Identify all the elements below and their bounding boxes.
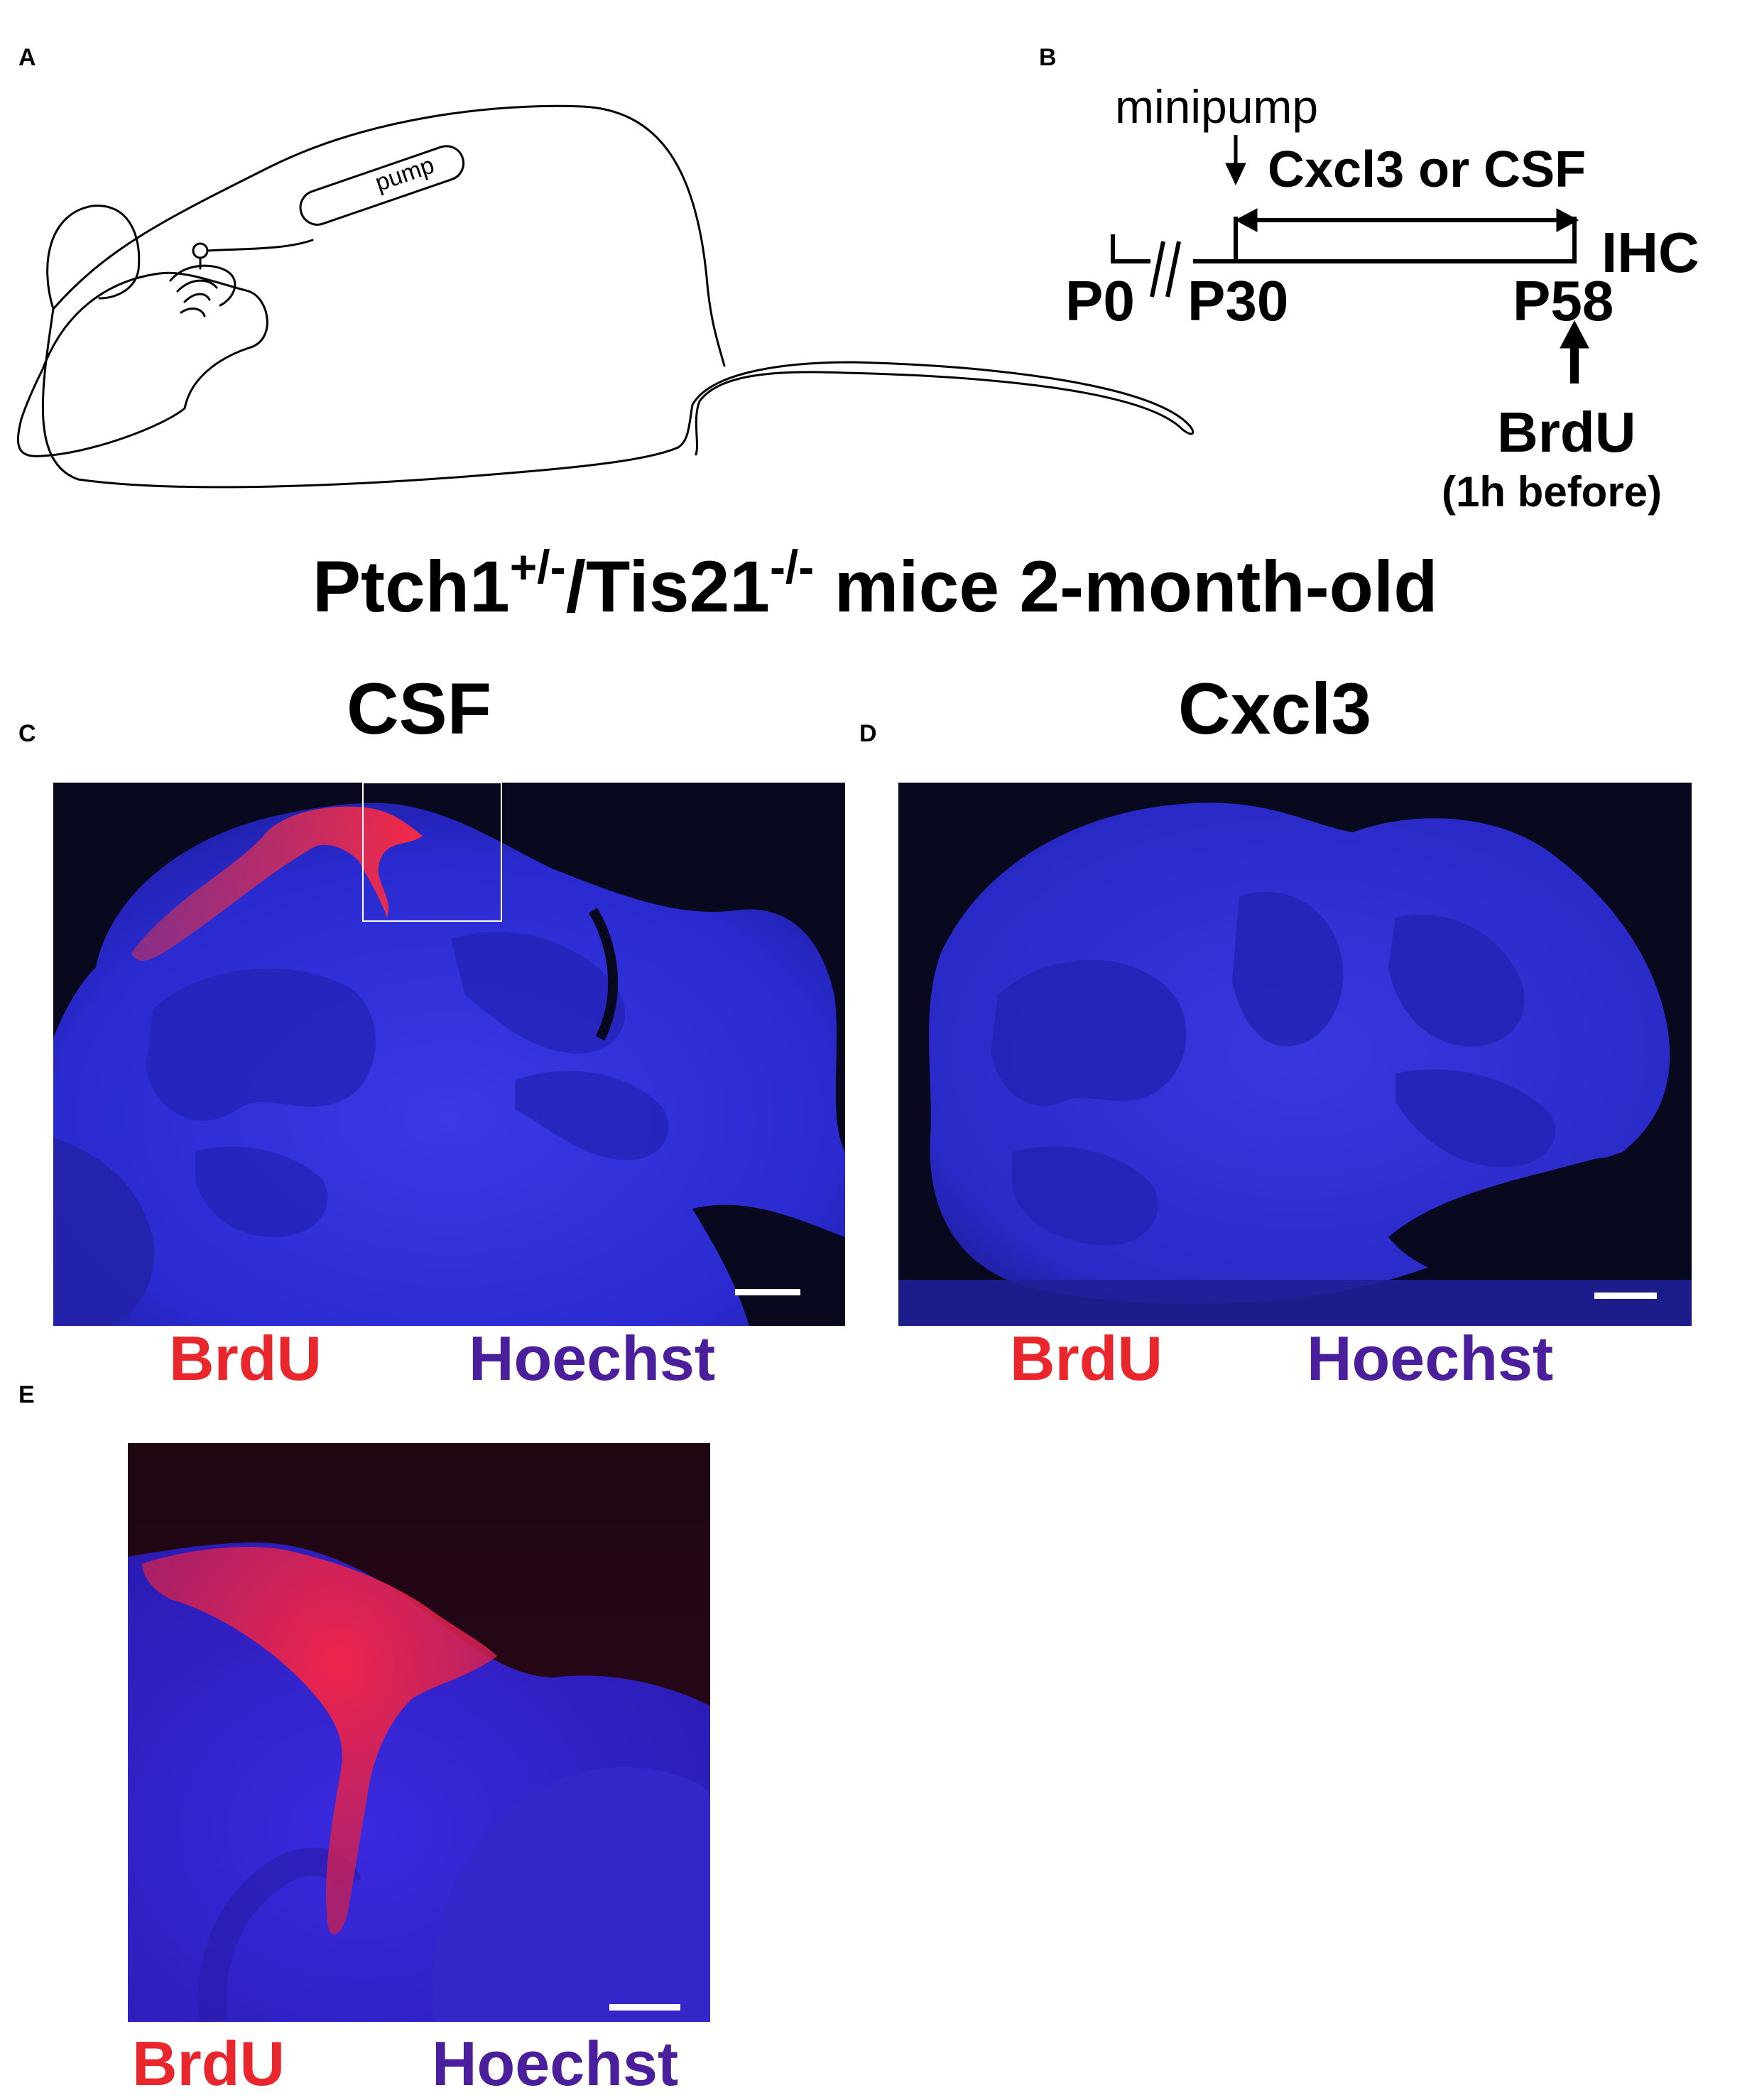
panel-a-letter: A [18,44,36,71]
cannula-marker [192,242,209,259]
scale-bar-d [1594,1293,1657,1299]
brdu-signal-e [142,1547,497,1935]
panel-b-letter: B [1039,44,1057,71]
title-part3: mice 2-month-old [814,546,1438,627]
title-sup2: -/- [769,540,815,593]
panel-c-letter: C [18,720,36,747]
mouse-ear-outline [46,205,141,310]
p0-label: P0 [1065,269,1135,332]
mouse-body-outline [41,308,1195,489]
panel-d-title: Cxcl3 [1177,668,1372,749]
pump-label: pump [371,151,437,197]
mouse-pump-schematic: pump [16,104,1195,489]
brdu-timing-note: (1h before) [1442,468,1663,516]
brdu-injection-label: BrdU [1497,401,1636,464]
panel-c-title: CSF [347,668,491,749]
legend-hoechst-c: Hoechst [469,1323,716,1393]
legend-hoechst-d: Hoechst [1307,1323,1554,1393]
p30-label: P30 [1187,269,1289,332]
timeline-diagram [1111,135,1589,383]
legend-brdu-d: BrdU [1010,1323,1163,1393]
figure-title: Ptch1+/-/Tis21-/- mice 2-month-old [312,540,1438,629]
brain-outline [16,271,268,457]
scale-bar-c [735,1289,800,1295]
pump-body [299,145,465,226]
panel-e-micrograph [128,1443,710,2022]
treatment-label: Cxcl3 or CSF [1268,141,1587,198]
minipump-label: minipump [1115,80,1319,133]
legend-brdu-c: BrdU [169,1323,322,1393]
title-part1: Ptch1 [312,546,510,627]
panel-d-micrograph [898,783,1692,1326]
ihc-label: IHC [1601,221,1699,284]
scale-bar-e [609,2004,680,2011]
cerebellum-folia [169,264,236,317]
title-sup1: +/- [509,540,566,593]
legend-hoechst-e: Hoechst [432,2028,679,2099]
inset-box [362,783,502,922]
pump-tube [206,239,314,252]
brdu-signal-c [131,806,423,961]
p58-label: P58 [1513,269,1614,332]
panel-e-letter: E [18,1381,35,1408]
legend-brdu-e: BrdU [132,2028,285,2099]
panel-c-micrograph [53,783,845,1326]
mouse-back-outline [52,104,726,367]
title-part2: /Tis21 [565,546,770,627]
panel-d-letter: D [859,720,877,747]
